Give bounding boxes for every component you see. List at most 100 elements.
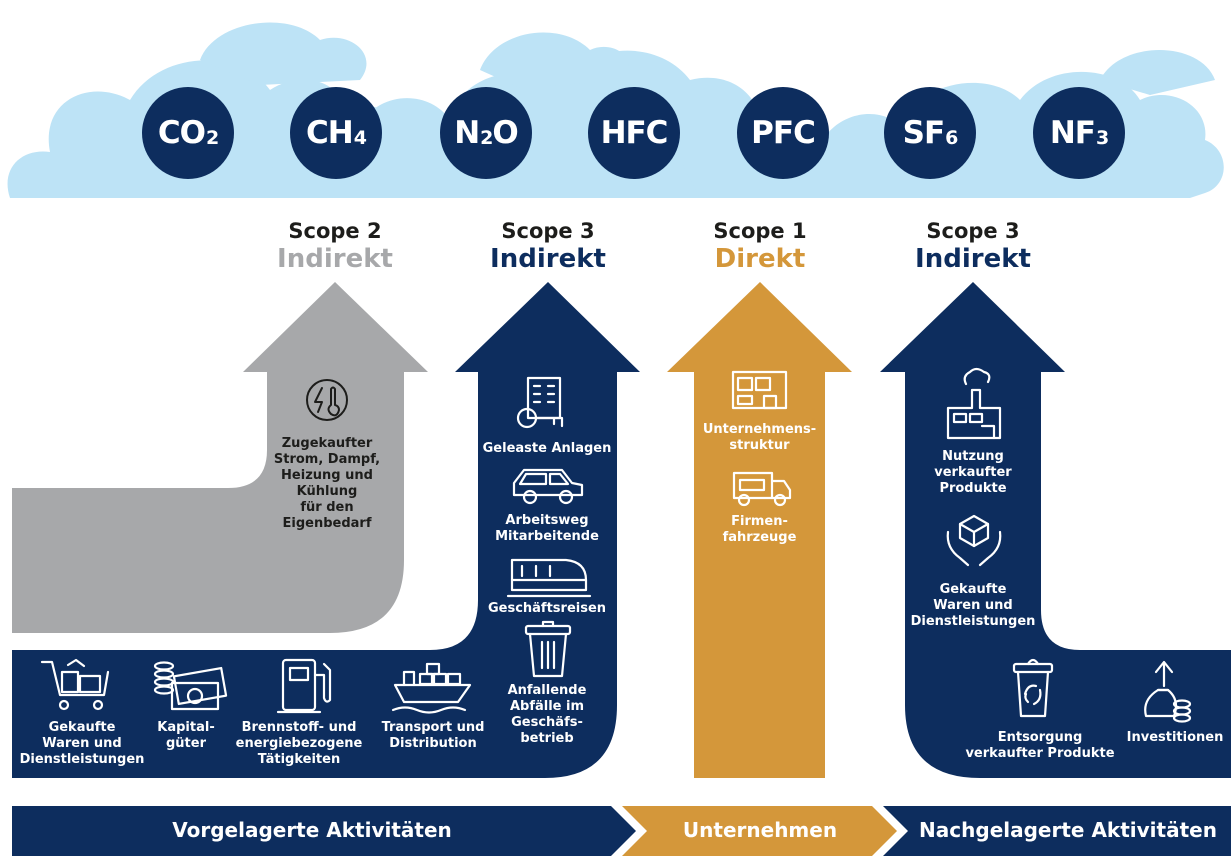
- shopping-cart-icon: [40, 658, 110, 711]
- scope3-up-item-label: Arbeitsweg Mitarbeitende: [478, 513, 616, 545]
- cargo-ship-icon: [391, 662, 472, 714]
- stage-upstream-label: Vorgelagerte Aktivitäten: [172, 818, 452, 842]
- scope-type: Direkt: [714, 244, 806, 274]
- gas-sub: 3: [1095, 126, 1109, 149]
- gas-sub: 6: [945, 126, 958, 149]
- scope-heading: Scope 3 Indirekt: [448, 218, 648, 274]
- label-line: Arbeitsweg: [505, 513, 589, 528]
- label-line: betrieb: [520, 731, 574, 746]
- gas-main: SF: [902, 115, 946, 151]
- scope3-down-item-label: Gekaufte Waren und Dienstleistungen: [905, 582, 1041, 630]
- label-line: Abfälle im: [509, 699, 585, 714]
- label-line: fahrzeuge: [722, 530, 797, 545]
- upstream-band: [12, 282, 640, 778]
- label-line: Gekaufte: [939, 582, 1007, 597]
- gas-main: CH: [306, 115, 354, 151]
- stage-upstream-chevron: [12, 806, 636, 856]
- label-line: energiebezogene: [235, 736, 363, 751]
- upstream-item-label: Brennstoff- und energiebezogene Tätigkei…: [234, 720, 364, 768]
- office-building-icon: [731, 370, 788, 410]
- scope-heading: Scope 3 Indirekt: [873, 218, 1073, 274]
- label-line: Geschäftsreisen: [487, 601, 607, 616]
- gas-main: N: [454, 115, 480, 151]
- scope-type: Indirekt: [277, 244, 393, 274]
- label-line: für den: [300, 500, 354, 515]
- label-line: Brennstoff- und: [241, 720, 357, 735]
- label-line: Entsorgung: [997, 730, 1083, 745]
- label-line: Produkte: [939, 481, 1007, 496]
- scope2-item-label: Zugekaufter Strom, Dampf, Heizung und Kü…: [262, 436, 392, 532]
- stage-downstream-chevron: [883, 806, 1231, 856]
- gas-sub: 4: [353, 126, 367, 149]
- scope3-down-item-label: Investitionen: [1122, 730, 1228, 746]
- scope1-arrow: [667, 282, 852, 778]
- label-line: güter: [165, 736, 206, 751]
- label-line: Eigenbedarf: [282, 516, 372, 531]
- gas-main: PFC: [751, 115, 816, 151]
- gas-main: HFC: [600, 115, 669, 151]
- label-line: Investitionen: [1126, 730, 1224, 745]
- label-line: Dienstleistungen: [910, 614, 1036, 629]
- stage-company-label: Unternehmen: [682, 818, 838, 842]
- label-line: Waren und: [42, 736, 122, 751]
- gas-sub: 2: [480, 126, 493, 149]
- scope-number: Scope 1: [713, 219, 807, 243]
- delivery-van-icon: [732, 471, 792, 507]
- gas-main: CO: [157, 115, 206, 151]
- hands-box-icon: [946, 514, 1002, 567]
- gas-tail: O: [492, 115, 518, 151]
- stage-company-chevron: [622, 806, 897, 856]
- fuel-pump-icon: [276, 658, 332, 714]
- scope3-up-item-label: Geschäftsreisen: [478, 601, 616, 617]
- label-line: Kühlung: [296, 484, 358, 499]
- label-line: Zugekaufter: [281, 436, 373, 451]
- gas-pfc: PFC: [737, 87, 829, 179]
- label-line: verkaufter Produkte: [965, 746, 1115, 761]
- gas-sub: 2: [205, 126, 219, 149]
- label-line: Geschäfs-: [511, 715, 583, 730]
- upstream-item-label: Kapital- güter: [146, 720, 226, 752]
- label-line: Heizung und: [281, 468, 373, 483]
- label-line: Anfallende: [507, 683, 587, 698]
- scope3-up-item-label: Anfallende Abfälle im Geschäfs- betrieb: [478, 683, 616, 747]
- scope3-down-item-label: Entsorgung verkaufter Produkte: [960, 730, 1120, 762]
- recycle-bin-icon: [1012, 658, 1054, 718]
- train-icon: [506, 558, 592, 598]
- money-bag-icon: [1144, 660, 1192, 723]
- label-line: Unternehmens-: [702, 422, 817, 437]
- label-line: Firmen-: [731, 514, 788, 529]
- gas-main: NF: [1049, 115, 1096, 151]
- scope-number: Scope 3: [926, 219, 1020, 243]
- trash-bin-icon: [524, 620, 572, 678]
- scope1-item-label: Unternehmens- struktur: [694, 422, 825, 454]
- scope-number: Scope 3: [501, 219, 595, 243]
- label-line: Waren und: [933, 598, 1013, 613]
- scope2-arrow: [12, 282, 428, 633]
- scope-number: Scope 2: [288, 219, 382, 243]
- label-line: Kapital-: [157, 720, 215, 735]
- scope-heading: Scope 1 Direkt: [660, 218, 860, 274]
- label-line: Strom, Dampf,: [273, 452, 381, 467]
- label-line: Dienstleistungen: [19, 752, 145, 767]
- building-key-icon: [516, 376, 564, 429]
- scope1-item-label: Firmen- fahrzeuge: [694, 514, 825, 546]
- label-line: Distribution: [389, 736, 477, 751]
- label-line: Mitarbeitende: [495, 529, 599, 544]
- upstream-item-label: Transport und Distribution: [372, 720, 494, 752]
- energy-thermometer-icon: [306, 379, 348, 421]
- label-line: Gekaufte: [48, 720, 116, 735]
- cash-coins-icon: [153, 661, 228, 711]
- scope-heading: Scope 2 Indirekt: [235, 218, 435, 274]
- factory-icon: [946, 367, 1002, 440]
- label-line: Tätigkeiten: [257, 752, 341, 767]
- stage-downstream-label: Nachgelagerte Aktivitäten: [919, 818, 1217, 842]
- upstream-item-label: Gekaufte Waren und Dienstleistungen: [18, 720, 146, 768]
- label-line: struktur: [729, 438, 790, 453]
- label-line: verkaufter: [934, 465, 1012, 480]
- downstream-band: [880, 282, 1231, 778]
